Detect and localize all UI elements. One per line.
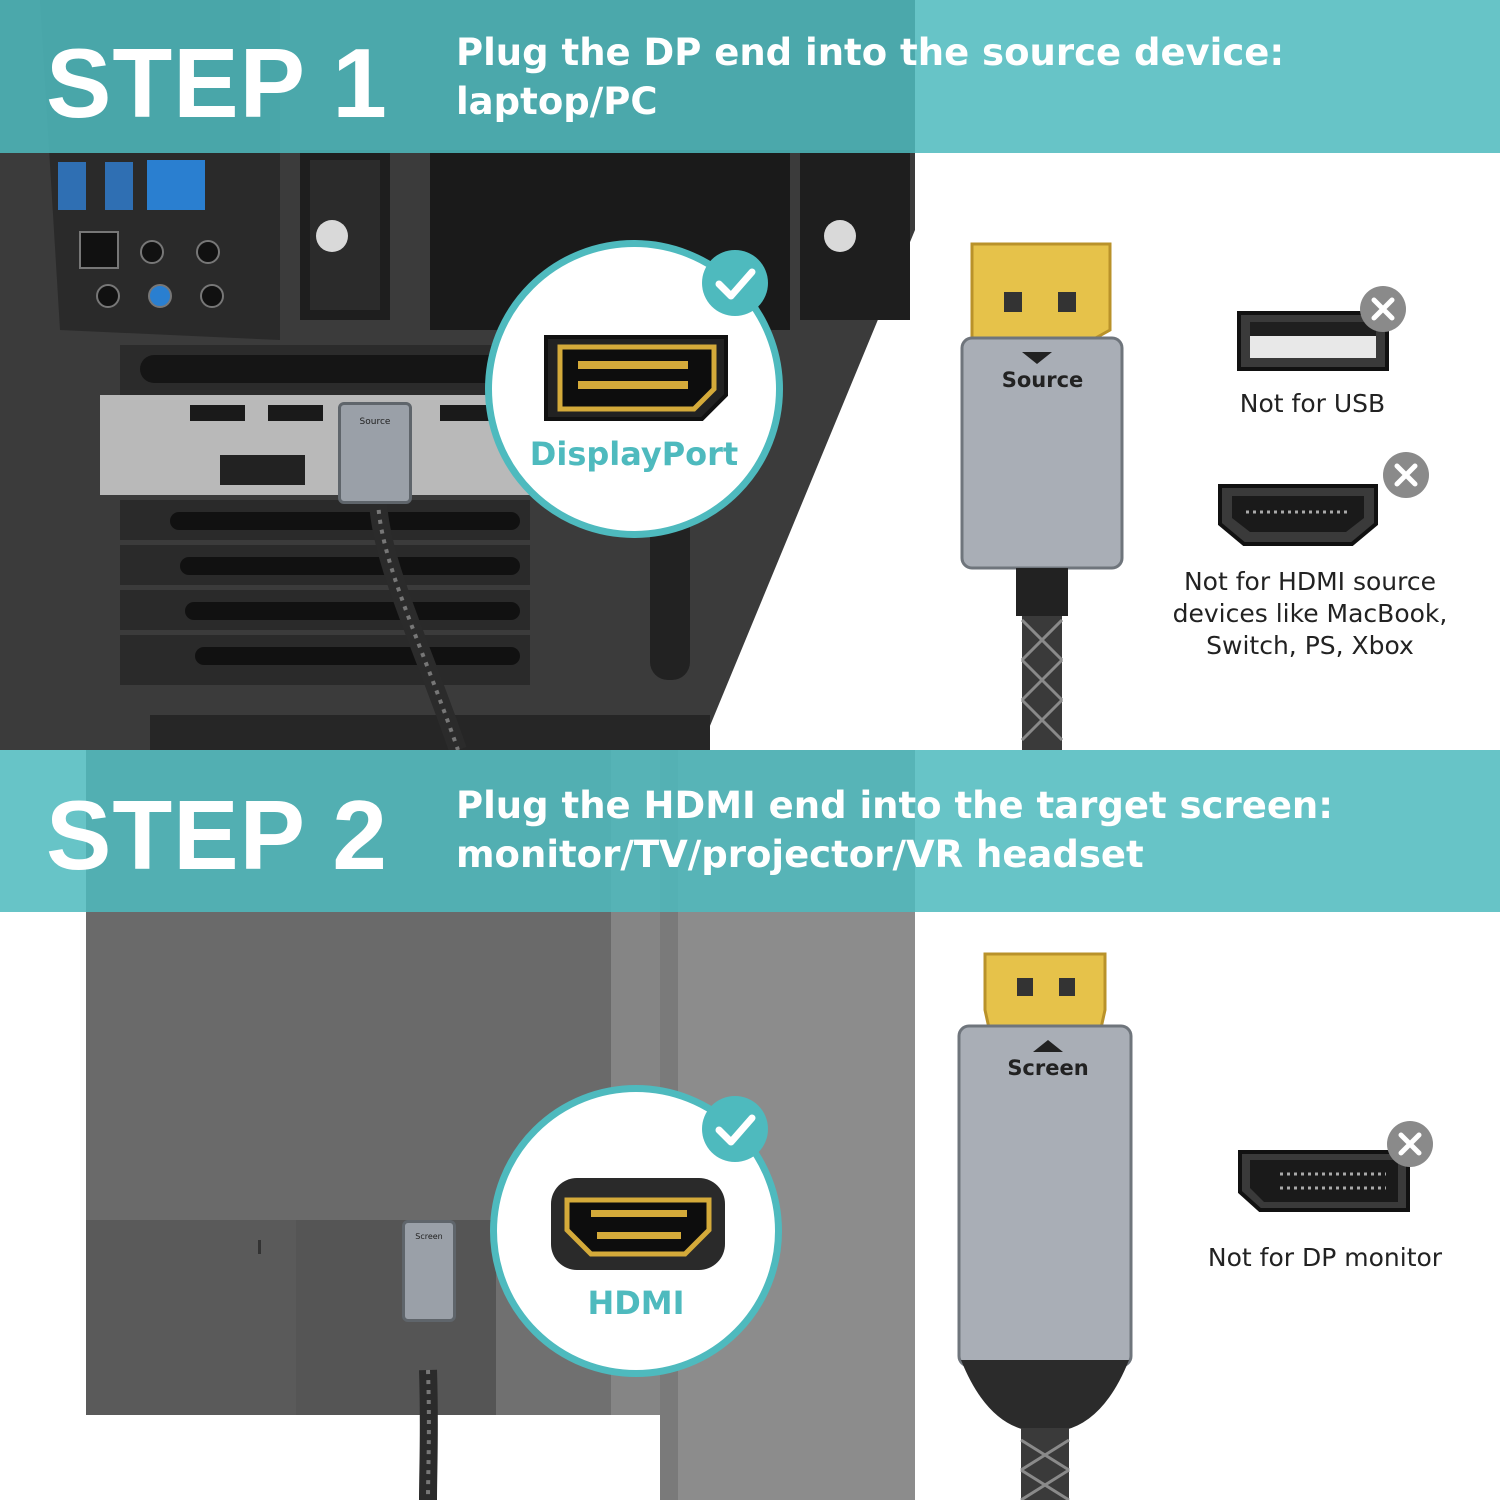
hdmi-plug-illustration — [957, 952, 1133, 1502]
step2-title: STEP 2 — [46, 780, 388, 890]
note-hdmi-line3: Switch, PS, Xbox — [1206, 631, 1414, 660]
note-usb: Not for USB — [1239, 389, 1386, 418]
dp-plug-label: Source — [1001, 368, 1084, 392]
step2-line2: monitor/TV/projector/VR headset — [456, 833, 1144, 876]
displayport-port-icon — [544, 335, 728, 421]
dp-monitor-port-icon — [1238, 1150, 1410, 1212]
dp-plug: Source — [960, 240, 1125, 750]
hdmi-check-icon — [702, 1096, 768, 1162]
hdmi-label: HDMI — [587, 1284, 685, 1322]
hdmi-plug-label: Screen — [1007, 1056, 1089, 1080]
step2-banner — [0, 750, 1500, 912]
hdmi-port-icon — [551, 1178, 725, 1270]
hdmi-source-close-icon — [1383, 452, 1429, 498]
step1-banner — [0, 0, 1500, 153]
small-hdmi-plug: Screen — [402, 1220, 456, 1322]
note-dp-monitor: Not for DP monitor — [1207, 1243, 1443, 1272]
note-hdmi-line2: devices like MacBook, — [1172, 599, 1448, 628]
usb-close-icon — [1360, 286, 1406, 332]
small-dp-plug: Source — [338, 402, 412, 504]
small-dp-plug-label: Source — [359, 417, 391, 427]
note-hdmi-line1: Not for HDMI source — [1183, 567, 1437, 596]
dp-monitor-close-icon — [1387, 1121, 1433, 1167]
step1-line1: Plug the DP end into the source device: — [456, 31, 1285, 74]
step2-line1: Plug the HDMI end into the target screen… — [456, 784, 1334, 827]
small-hdmi-plug-label: Screen — [415, 1232, 443, 1241]
step1-line2: laptop/PC — [456, 80, 658, 123]
dp-plug-illustration — [960, 242, 1124, 750]
hdmi-plug: Screen — [955, 950, 1135, 1502]
hdmi-source-port-icon — [1218, 484, 1378, 546]
usb-port-icon — [1237, 311, 1389, 371]
step1-title: STEP 1 — [46, 28, 388, 138]
displayport-check-icon — [702, 250, 768, 316]
displayport-label: DisplayPort — [529, 435, 739, 473]
